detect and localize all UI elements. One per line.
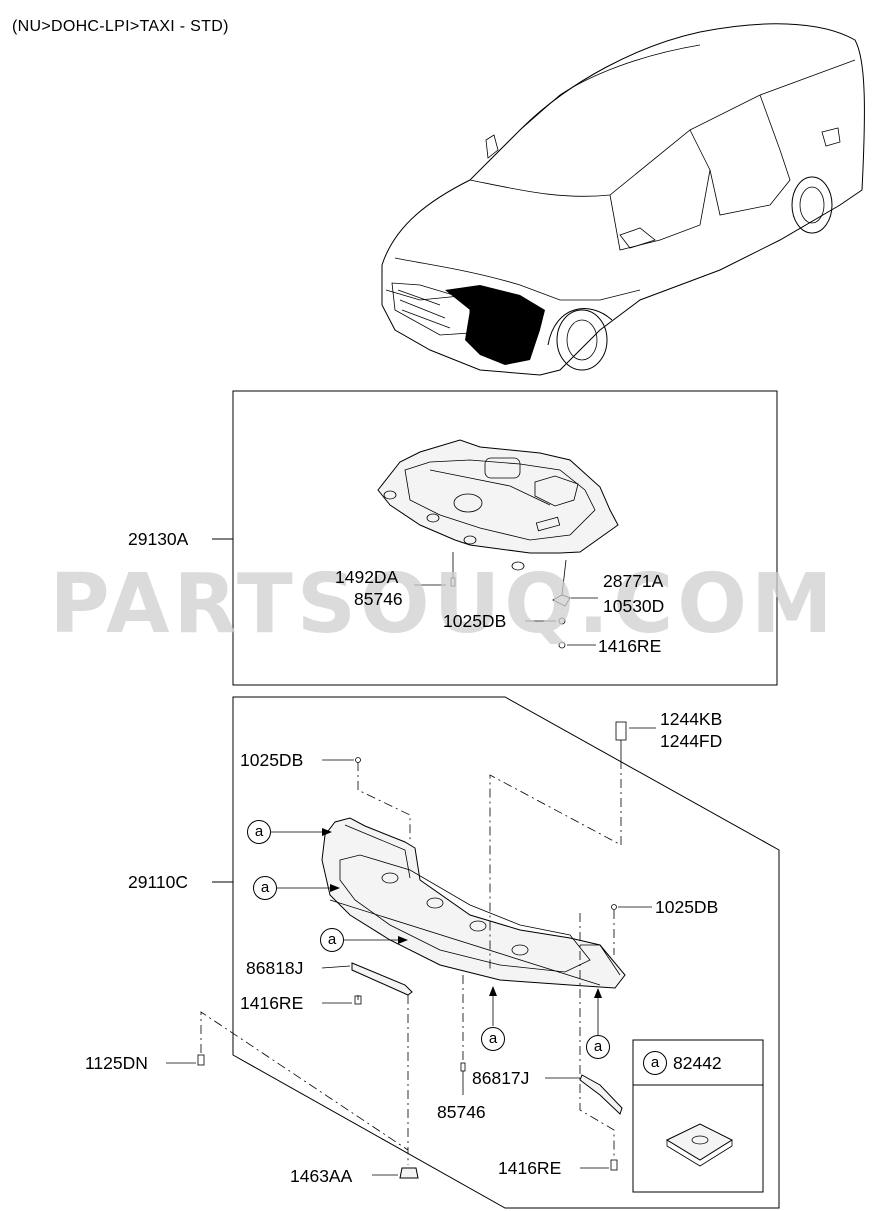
callout-a-4: a xyxy=(481,1027,505,1051)
part-label-82442[interactable]: 82442 xyxy=(673,1053,722,1073)
part-label-1025db-upper[interactable]: 1025DB xyxy=(443,611,507,631)
part-label-1025db-left[interactable]: 1025DB xyxy=(240,750,304,770)
part-label-1244fd[interactable]: 1244FD xyxy=(660,731,723,751)
watermark-text: PARTSOUQ.COM xyxy=(49,557,837,652)
callout-a-1: a xyxy=(247,820,271,844)
part-label-1244kb[interactable]: 1244KB xyxy=(660,709,723,729)
upper-group-frame xyxy=(232,390,778,686)
lower-cover-part xyxy=(321,817,626,989)
part-label-85746-upper[interactable]: 85746 xyxy=(354,589,403,609)
part-label-1025db-right[interactable]: 1025DB xyxy=(655,897,719,917)
part-label-86818j[interactable]: 86818J xyxy=(246,958,304,978)
page-title: (NU>DOHC-LPI>TAXI - STD) xyxy=(12,18,229,35)
group-label-29130a[interactable]: 29130A xyxy=(128,529,189,549)
part-label-10530d[interactable]: 10530D xyxy=(603,596,665,616)
callout-a-5: a xyxy=(586,1035,610,1059)
part-label-1463aa[interactable]: 1463AA xyxy=(290,1166,353,1186)
callout-a-2: a xyxy=(253,876,277,900)
group-label-29110c[interactable]: 29110C xyxy=(128,872,189,892)
part-label-1416re-bottom[interactable]: 1416RE xyxy=(498,1158,562,1178)
part-label-1416re-upper[interactable]: 1416RE xyxy=(598,636,662,656)
part-label-1125dn[interactable]: 1125DN xyxy=(85,1053,148,1073)
part-label-86817j[interactable]: 86817J xyxy=(472,1068,530,1088)
callout-a-3: a xyxy=(320,928,344,952)
part-label-28771a[interactable]: 28771A xyxy=(603,571,664,591)
part-label-85746-lower[interactable]: 85746 xyxy=(437,1102,486,1122)
lower-group-frame xyxy=(232,696,780,1209)
detail-callout-a: a xyxy=(643,1051,667,1075)
detail-box-frame xyxy=(632,1039,764,1193)
part-label-1492da[interactable]: 1492DA xyxy=(335,567,399,587)
upper-cover-part xyxy=(377,439,619,571)
car-illustration xyxy=(381,23,865,376)
part-label-1416re-left[interactable]: 1416RE xyxy=(240,993,304,1013)
